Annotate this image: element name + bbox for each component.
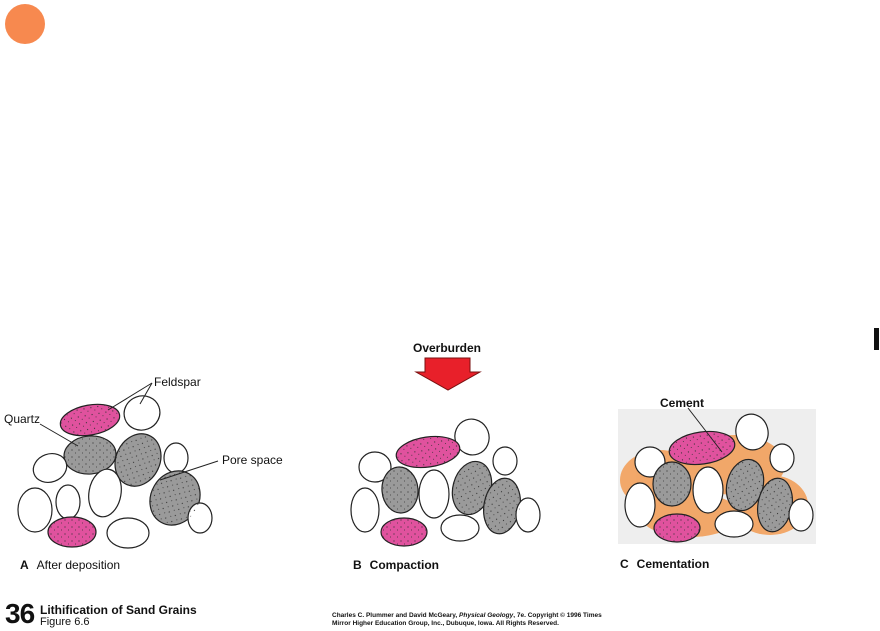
panel-b-caption-text: Compaction [369,558,440,572]
quartz-grain [440,514,480,542]
quartz-grain [624,482,656,528]
edge-mark [874,328,879,350]
overburden-label: Overburden [413,341,482,355]
quartz-leader-line [39,423,79,447]
quartz-grain [788,498,814,532]
panel-c-speckle [653,431,793,542]
quartz-grain [350,487,380,533]
quartz-grain [418,469,450,519]
panel-a-caption: A After deposition [20,558,120,572]
quartz-grain [88,468,122,518]
quartz-grain [692,466,724,514]
quartz-grain [55,484,81,520]
quartz-label: Quartz [4,412,41,426]
page-number: 36 [5,598,35,629]
quartz-grain [163,442,189,474]
feldspar-label: Feldspar [154,375,201,389]
panel-b-letter: B [353,558,362,572]
panel-a-letter: A [20,558,29,572]
quartz-grain [492,446,518,476]
credit-line-1: Charles C. Plummer and David McGeary, Ph… [332,612,602,619]
credit-line-2: Mirror Higher Education Group, Inc., Dub… [332,620,559,627]
quartz-grain [358,451,392,483]
quartz-grain [714,510,754,538]
quartz-grain [735,413,769,451]
cement-label: Cement [660,396,705,410]
panel-c-caption-text: Cementation [636,557,710,571]
cement-leader-line [687,407,723,453]
panel-b-speckle [381,436,521,546]
figure-title: Lithification of Sand Grains [40,603,197,617]
quartz-grain [106,517,150,549]
orange-marker-dot [5,4,45,44]
copyright-credit: Charles C. Plummer and David McGeary, Ph… [332,612,602,628]
overburden-arrow [414,357,482,391]
panel-a-caption-text: After deposition [36,558,121,572]
quartz-grain [123,395,161,431]
feldspar-leader-line [139,382,153,405]
panel-b-caption: B Compaction [353,558,439,572]
pore-space-label: Pore space [222,453,283,467]
panel-c-caption: C Cementation [620,557,709,571]
figure-number: Figure 6.6 [40,616,90,628]
pore-space-leader-line [159,460,219,481]
quartz-grain [769,443,795,473]
feldspar-leader-line [107,382,153,411]
quartz-grain [17,487,53,533]
panel-a-leader-lines [39,382,219,481]
panel-c-letter: C [620,557,629,571]
